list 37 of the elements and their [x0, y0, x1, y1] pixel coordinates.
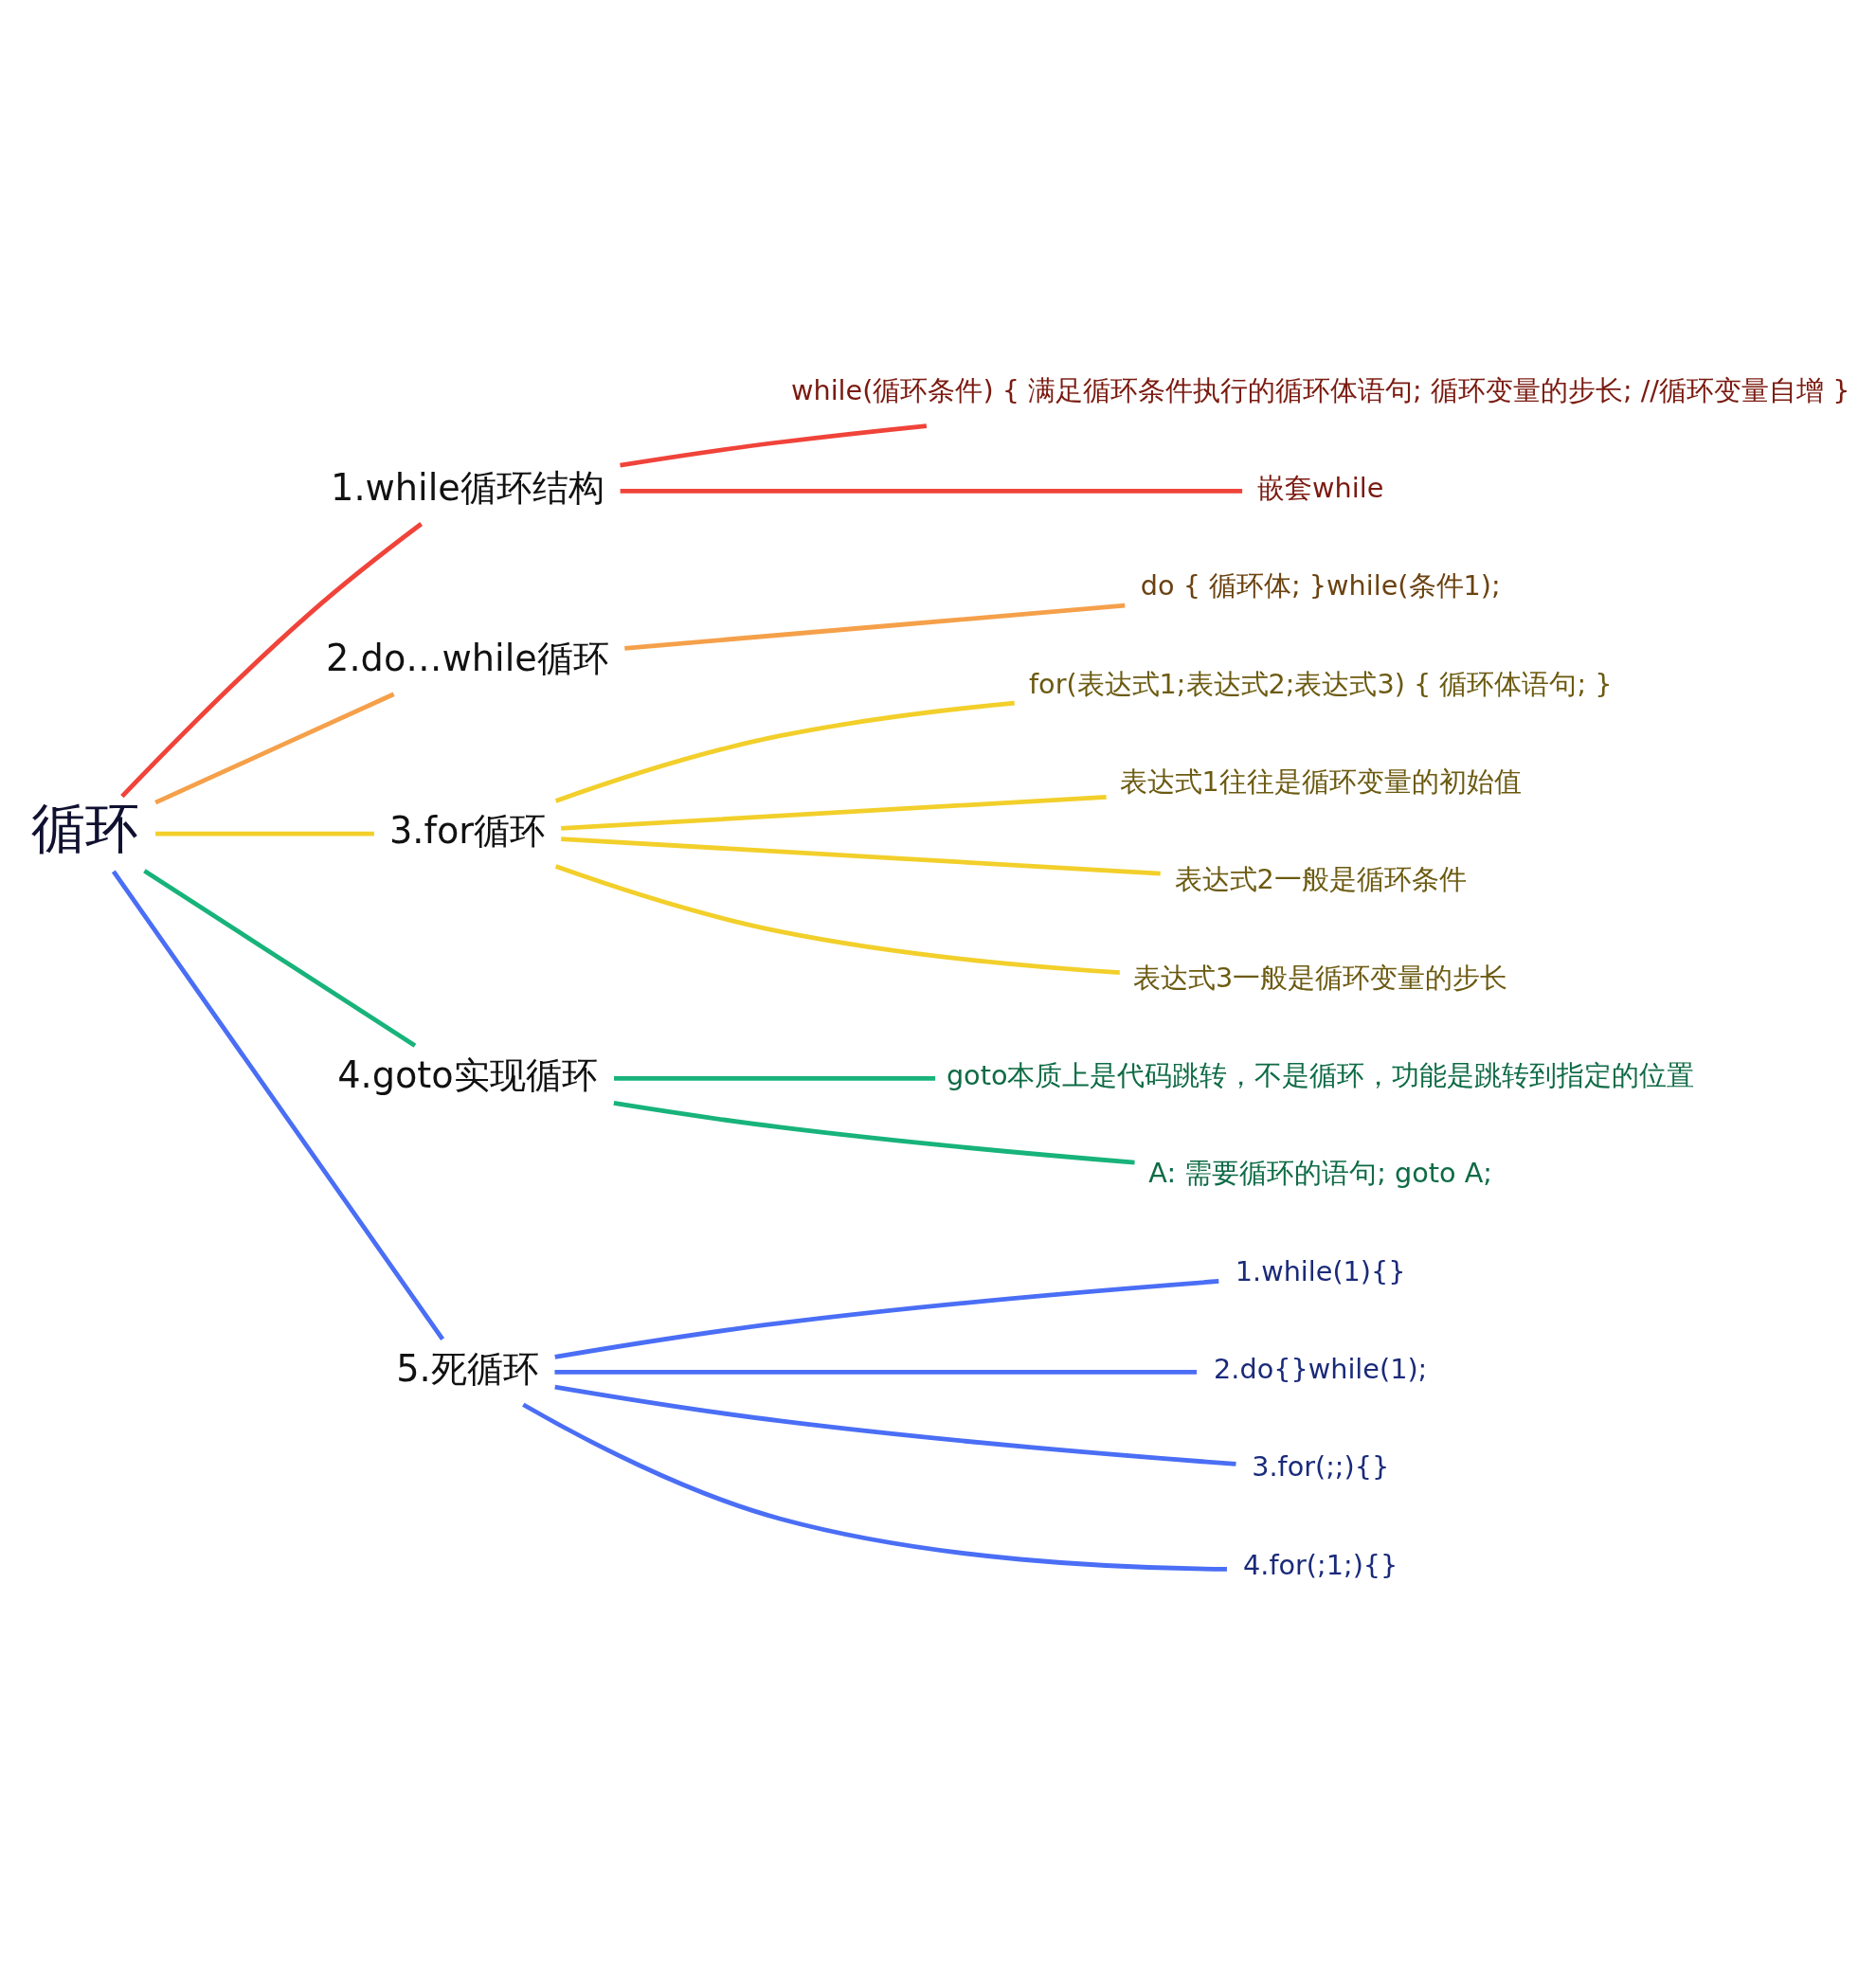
connector [561, 837, 1161, 876]
connector [143, 869, 417, 1048]
node-text: 循环 [30, 797, 139, 861]
connector [614, 1075, 936, 1081]
node-text: 表达式1往往是循环变量的初始值 [1119, 765, 1522, 799]
node-text: for(表达式1;表达式2;表达式3) { 循环体语句; } [1028, 667, 1613, 700]
node-text: goto本质上是代码跳转，不是循环，功能是跳转到指定的位置 [946, 1059, 1695, 1092]
connector [624, 603, 1126, 651]
node-text: 表达式3一般是循环变量的步长 [1133, 961, 1508, 994]
node-text: A: 需要循环的语句; goto A; [1148, 1157, 1493, 1190]
connector [554, 1369, 1198, 1375]
node-text: 表达式2一般是循环条件 [1174, 863, 1467, 896]
node-text: 2.do…while循环 [326, 636, 609, 679]
connector [620, 423, 928, 468]
connector [620, 489, 1243, 494]
node-text: 4.for(;1;){} [1243, 1548, 1398, 1581]
connector [111, 870, 445, 1340]
node-text: 嵌套while [1257, 472, 1384, 505]
node-text: 4.goto实现循环 [337, 1052, 598, 1096]
connector [554, 1279, 1219, 1359]
connector [554, 700, 1015, 803]
connector [120, 522, 424, 799]
node-text: do { 循环体; }while(条件1); [1140, 569, 1501, 603]
node-text: 5.死循环 [396, 1346, 539, 1390]
connector [154, 692, 395, 805]
connector [554, 864, 1120, 976]
node-text: 2.do{}while(1); [1214, 1352, 1428, 1385]
connector [613, 1101, 1135, 1165]
connector [554, 1384, 1236, 1466]
connector [522, 1402, 1227, 1572]
connector [155, 831, 374, 837]
node-text: 1.while循环结构 [331, 465, 604, 509]
connector [561, 794, 1107, 831]
node-text: while(循环条件) { 满足循环条件执行的循环体语句; 循环变量的步长; //循环变量自增 } [791, 373, 1850, 406]
node-text: 3.for循环 [388, 808, 547, 852]
node-text: 3.for(;;){} [1252, 1450, 1390, 1484]
node-text: 1.while(1){} [1235, 1254, 1406, 1287]
